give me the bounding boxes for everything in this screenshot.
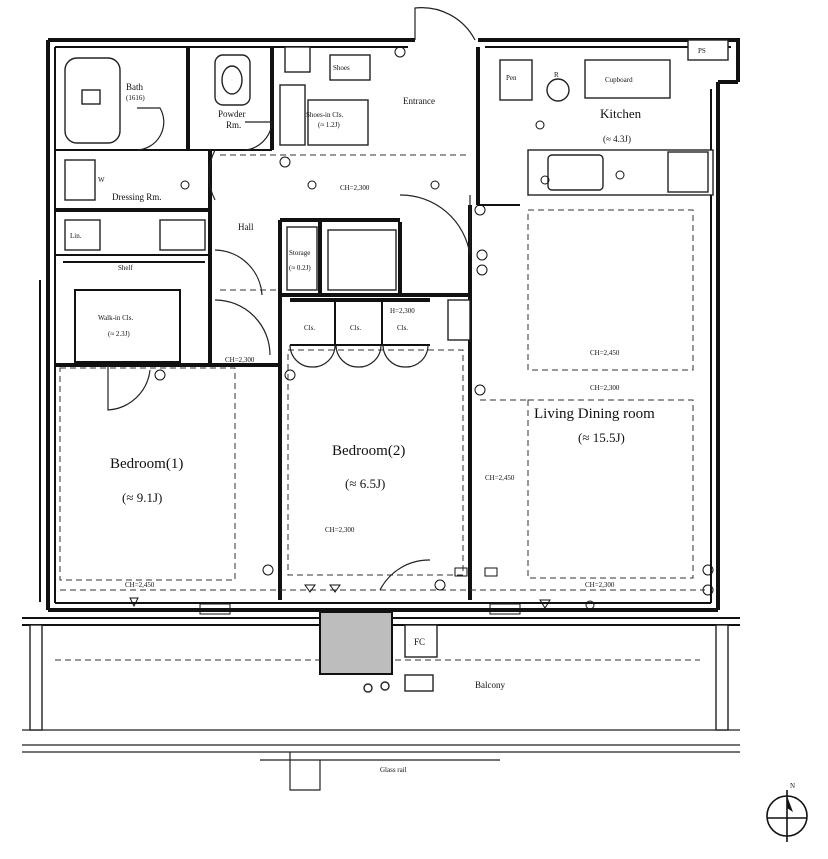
lin-label: Lin.	[70, 232, 82, 240]
fc-label: FC	[414, 637, 425, 647]
balcony-unit	[319, 611, 393, 675]
ch-living: CH=2,300	[590, 384, 620, 392]
bedroom-1-label: Bedroom(1)	[110, 456, 183, 472]
ch-living-2: CH=2,450	[485, 474, 515, 482]
symbols	[129, 46, 714, 615]
powder-room-label-2: Rm.	[226, 120, 241, 130]
shelf-label: Shelf	[118, 264, 133, 272]
ceiling-lines	[59, 154, 705, 591]
shoes-closet-label: Shoes-in Cls.	[306, 111, 344, 119]
r-label: R	[554, 71, 559, 79]
bedroom-2-area-label: (≈ 6.5J)	[345, 476, 385, 491]
ceiling-labels: CH=2,300 CH=2,300 CH=2,450 CH=2,300 CH=2…	[125, 184, 620, 589]
walkin-closet-size-label: (≈ 2.3J)	[108, 330, 130, 338]
door-swings	[107, 7, 476, 591]
storage-label: Storage	[289, 249, 310, 257]
w-label: W	[98, 176, 105, 184]
exterior-walls	[46, 38, 740, 612]
ch-bed1: CH=2,450	[125, 581, 155, 589]
closet-label-2: Cls.	[350, 324, 361, 332]
living-dining-area-label: (≈ 15.5J)	[578, 430, 625, 445]
shoes-closet-size-label: (≈ 1.2J)	[318, 121, 340, 129]
ch-hall: CH=2,300	[340, 184, 370, 192]
compass-north-label: N	[790, 782, 795, 790]
kitchen-label: Kitchen	[600, 106, 642, 121]
ps-label: PS	[698, 47, 706, 55]
compass-icon: N	[766, 782, 808, 842]
walkin-closet-label: Walk-in Cls.	[98, 314, 133, 322]
bath-size-label: (1616)	[126, 94, 145, 102]
balcony-area	[22, 611, 740, 791]
storage-size-label: (≈ 0.2J)	[289, 264, 311, 272]
h-closet: H=2,300	[390, 307, 415, 315]
kitchen-area-label: (≈ 4.3J)	[603, 134, 631, 144]
closet-label-1: Cls.	[304, 324, 315, 332]
room-labels: Bath (1616) Powder Rm. Shoes-in Cls. (≈ …	[70, 47, 706, 774]
closet-label-3: Cls.	[397, 324, 408, 332]
ch-walkin: CH=2,300	[225, 356, 255, 364]
ch-kitchen: CH=2,450	[590, 349, 620, 357]
bath-label: Bath	[126, 82, 143, 92]
hall-label: Hall	[238, 222, 254, 232]
powder-room-label: Powder	[218, 109, 246, 119]
balcony-label: Balcony	[475, 680, 505, 690]
fixtures	[64, 39, 729, 341]
cupboard-label: Cupboard	[605, 76, 633, 84]
pen-label: Pen	[506, 74, 517, 82]
glass-rail-label: Glass rail	[380, 766, 407, 774]
living-dining-label: Living Dining room	[534, 406, 655, 422]
ch-living-3: CH=2,300	[585, 581, 615, 589]
ch-bed2: CH=2,300	[325, 526, 355, 534]
bedroom-1-area-label: (≈ 9.1J)	[122, 490, 162, 505]
bedroom-2-label: Bedroom(2)	[332, 443, 405, 459]
shoes-small-label: Shoes	[333, 64, 350, 72]
entrance-label: Entrance	[403, 96, 435, 106]
dressing-room-label: Dressing Rm.	[112, 192, 162, 202]
